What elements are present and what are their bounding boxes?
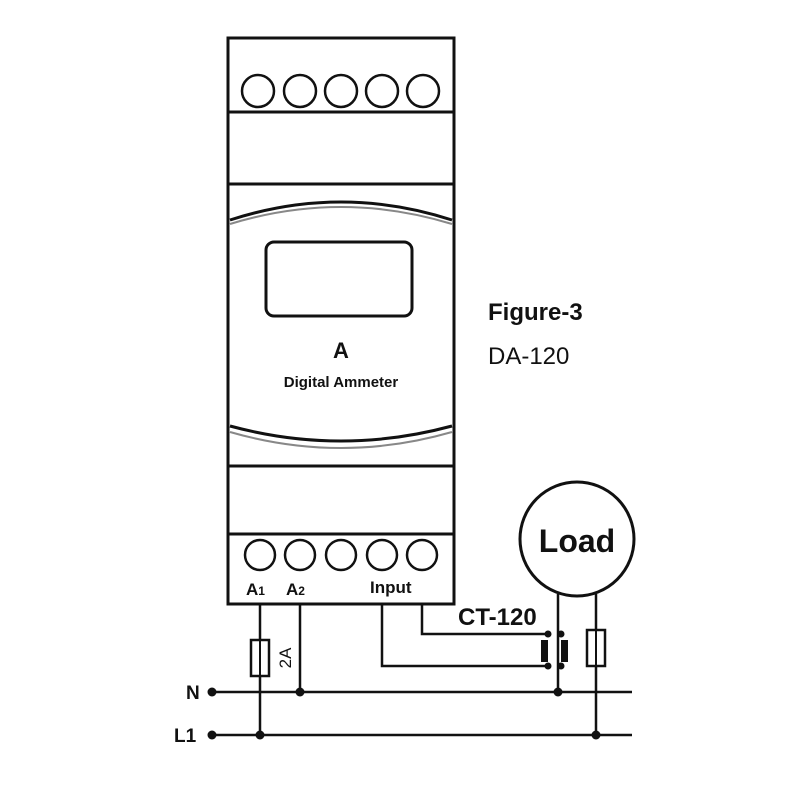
current-transformer <box>541 630 568 670</box>
input1-wire <box>380 604 548 668</box>
line1-terminal-dot <box>207 730 217 740</box>
lower-body-section <box>226 464 456 536</box>
ct-label: CT-120 <box>458 604 537 631</box>
input2-wire <box>420 604 548 636</box>
load-label: Load <box>539 523 615 559</box>
junction-dot <box>295 687 305 697</box>
bottom-terminal-block <box>226 532 456 606</box>
panel-bottom-curve <box>229 424 453 443</box>
neutral-terminal-dot <box>207 687 217 697</box>
top-terminal-screw <box>405 73 441 109</box>
terminal-a1-label: A1 <box>246 580 265 599</box>
line1-label: L1 <box>174 726 197 747</box>
terminal-blank-screw <box>324 538 358 572</box>
fuse-rating: 2A <box>276 647 295 668</box>
wires <box>210 594 632 737</box>
ct-terminal <box>557 630 565 638</box>
unit-symbol: A <box>333 338 349 363</box>
device-name: Digital Ammeter <box>284 374 399 391</box>
terminal-input2-screw <box>405 538 439 572</box>
panel-top-curve <box>229 200 453 222</box>
figure-title: Figure-3 <box>488 299 583 326</box>
load-circle <box>518 480 636 598</box>
neutral-label: N <box>186 683 200 704</box>
terminal-input1-screw <box>365 538 399 572</box>
panel-top-curve-inner <box>229 206 453 225</box>
ct-core-left <box>541 640 548 662</box>
front-panel <box>226 182 456 468</box>
bottom-terminals <box>243 538 439 572</box>
junction-dot <box>255 730 265 740</box>
junction-dot <box>591 730 601 740</box>
input-terminal-label: Input <box>370 578 412 597</box>
terminal-a2-label: A2 <box>286 580 305 599</box>
ct-terminal <box>544 630 552 638</box>
digital-ammeter-device <box>226 36 456 606</box>
junction-dot <box>553 687 563 697</box>
top-terminal-screw <box>240 73 276 109</box>
terminal-a2-screw <box>283 538 317 572</box>
top-terminal-screw <box>323 73 359 109</box>
ct-terminal <box>544 662 552 670</box>
ct-core-right <box>561 640 568 662</box>
junctions <box>207 687 601 740</box>
model-name: DA-120 <box>488 343 569 370</box>
lcd-display <box>264 240 414 318</box>
top-terminal-screw <box>364 73 400 109</box>
upper-body-section <box>226 110 456 186</box>
top-terminal-screw <box>282 73 318 109</box>
terminal-a1-screw <box>243 538 277 572</box>
ct-terminal <box>557 662 565 670</box>
top-terminals <box>240 73 441 109</box>
panel-bottom-curve-inner <box>229 431 453 449</box>
